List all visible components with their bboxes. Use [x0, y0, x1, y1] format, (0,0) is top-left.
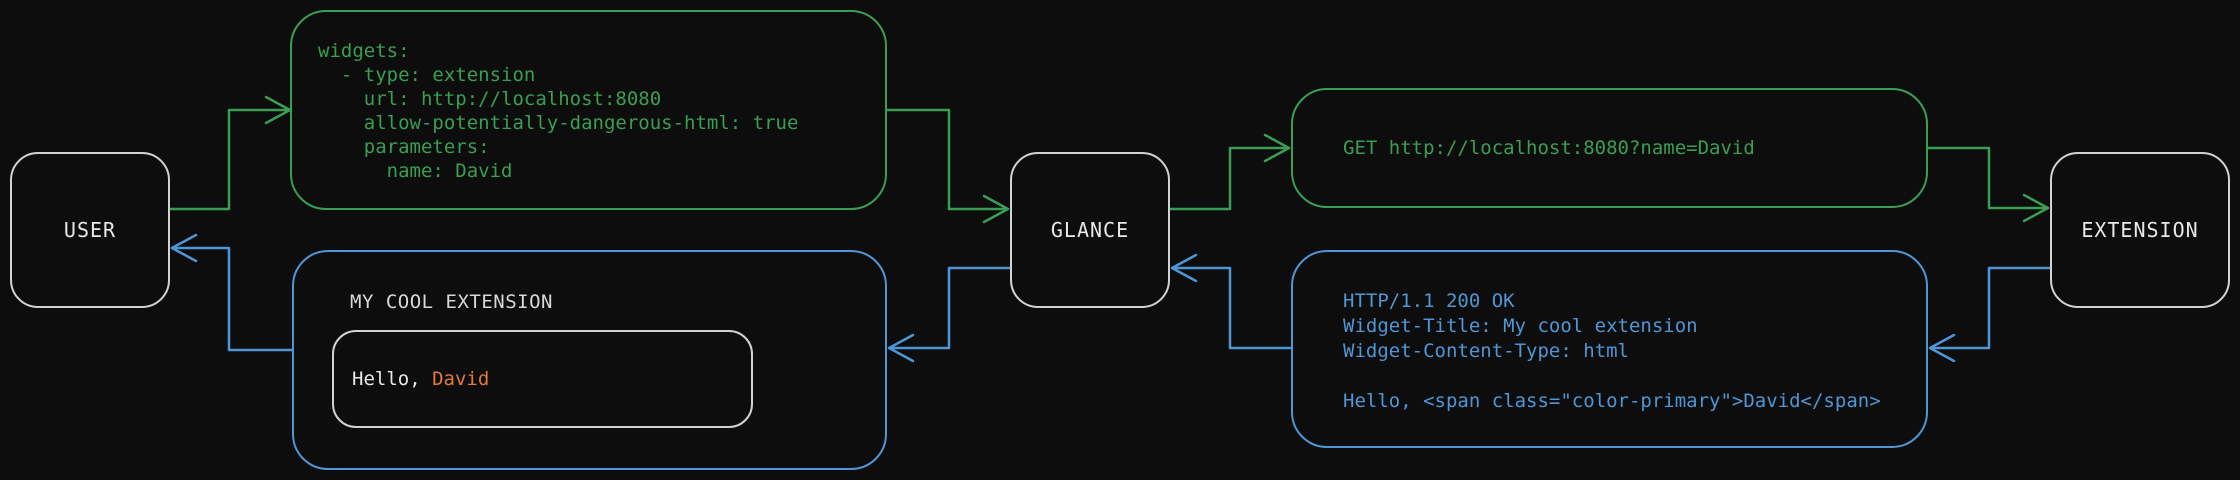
- config-line: url: http://localhost:8080: [318, 88, 662, 110]
- node-extension: EXTENSION: [2050, 152, 2230, 308]
- response-line: Hello, <span class="color-primary">David…: [1343, 390, 1881, 412]
- node-extension-label: EXTENSION: [2081, 218, 2199, 242]
- http-request-box: GET http://localhost:8080?name=David: [1291, 88, 1928, 208]
- config-line: name: David: [318, 160, 513, 182]
- arrow-config-to-glance: [885, 108, 1010, 224]
- response-line: [1343, 364, 1926, 389]
- node-user: USER: [10, 152, 170, 308]
- greeting-name: David: [432, 368, 490, 390]
- arrow-user-to-config: [168, 95, 292, 211]
- config-line: widgets:: [318, 40, 410, 62]
- http-response-box: HTTP/1.1 200 OK Widget-Title: My cool ex…: [1291, 250, 1928, 448]
- arrow-glance-to-request: [1168, 133, 1291, 211]
- config-line: parameters:: [318, 136, 490, 158]
- arrow-response-to-glance: [1170, 253, 1293, 350]
- config-line: allow-potentially-dangerous-html: true: [318, 112, 799, 134]
- node-glance: GLANCE: [1010, 152, 1170, 308]
- arrow-widget-to-user: [170, 233, 294, 352]
- arrow-glance-to-widget: [887, 266, 1012, 363]
- config-yaml-box: widgets: - type: extension url: http://l…: [290, 10, 887, 210]
- node-user-label: USER: [63, 218, 117, 242]
- node-glance-label: GLANCE: [1050, 218, 1130, 242]
- greeting-prefix: Hello,: [352, 368, 433, 390]
- widget-greeting-card: Hello, David: [332, 330, 753, 428]
- widget-title: MY COOL EXTENSION: [350, 291, 553, 313]
- arrow-request-to-extension: [1926, 146, 2050, 223]
- response-line: Widget-Title: My cool extension: [1343, 315, 1698, 337]
- http-request-text: GET http://localhost:8080?name=David: [1343, 137, 1755, 159]
- arrow-extension-to-response: [1928, 266, 2052, 363]
- response-line: Widget-Content-Type: html: [1343, 340, 1629, 362]
- rendered-widget-box: MY COOL EXTENSION Hello, David: [292, 250, 887, 470]
- response-line: HTTP/1.1 200 OK: [1343, 290, 1515, 312]
- config-line: - type: extension: [318, 64, 536, 86]
